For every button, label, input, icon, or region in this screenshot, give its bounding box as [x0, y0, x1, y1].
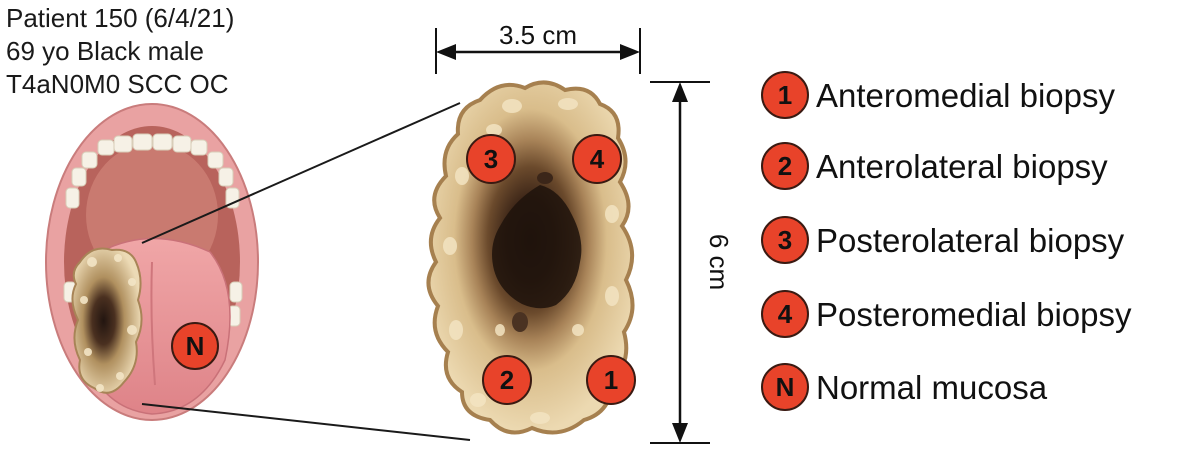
- badge-1: 1: [586, 355, 636, 405]
- badge-n: N: [171, 322, 219, 370]
- badge-n-label: N: [186, 331, 205, 361]
- lesion-spot-top: [537, 172, 553, 184]
- height-label: 6 cm: [704, 234, 734, 290]
- badge-4: 4: [572, 134, 622, 184]
- badge-2: 2: [482, 355, 532, 405]
- width-label: 3.5 cm: [499, 20, 577, 50]
- patient-info: Patient 150 (6/4/21) 69 yo Black male T4…: [6, 3, 234, 99]
- legend-item-n: N Normal mucosa: [761, 363, 1048, 411]
- zoom-line-bottom: [141, 403, 471, 441]
- legend-item-n-label: Normal mucosa: [816, 369, 1048, 406]
- legend: 1 Anteromedial biopsy 2 Anterolateral bi…: [761, 71, 1132, 411]
- legend-item-3: 3 Posterolateral biopsy: [761, 216, 1125, 264]
- legend-item-2: 2 Anterolateral biopsy: [761, 142, 1108, 190]
- upper-teeth: [65, 133, 240, 209]
- legend-item-1: 1 Anteromedial biopsy: [761, 71, 1115, 119]
- small-lesion: [71, 247, 143, 394]
- zoom-line-top: [141, 102, 461, 244]
- legend-item-4-label: Posteromedial biopsy: [816, 296, 1132, 333]
- legend-item-3-label: Posterolateral biopsy: [816, 222, 1125, 259]
- legend-item-2-label: Anterolateral biopsy: [816, 148, 1108, 185]
- legend-item-n-key: N: [776, 372, 795, 402]
- legend-item-4: 4 Posteromedial biopsy: [761, 290, 1132, 338]
- patient-staging-text: T4aN0M0 SCC OC: [6, 69, 229, 99]
- patient-id-text: Patient 150 (6/4/21): [6, 3, 234, 33]
- mouth-illustration: [45, 103, 259, 421]
- lesion-spot-bottom: [512, 312, 528, 332]
- badge-1-label: 1: [604, 365, 618, 395]
- lesion-core: [492, 185, 582, 309]
- legend-item-4-key: 4: [778, 299, 793, 329]
- legend-item-1-key: 1: [778, 80, 792, 110]
- tongue-midline: [150, 261, 156, 386]
- width-dimension: 3.5 cm: [435, 20, 641, 74]
- badge-3: 3: [466, 134, 516, 184]
- patient-demographics-text: 69 yo Black male: [6, 36, 204, 66]
- legend-item-1-label: Anteromedial biopsy: [816, 77, 1115, 114]
- badge-3-label: 3: [484, 144, 498, 174]
- legend-item-3-key: 3: [778, 225, 792, 255]
- height-dimension: 6 cm: [650, 81, 734, 444]
- legend-item-2-key: 2: [778, 151, 792, 181]
- badge-2-label: 2: [500, 365, 514, 395]
- badge-4-label: 4: [590, 144, 605, 174]
